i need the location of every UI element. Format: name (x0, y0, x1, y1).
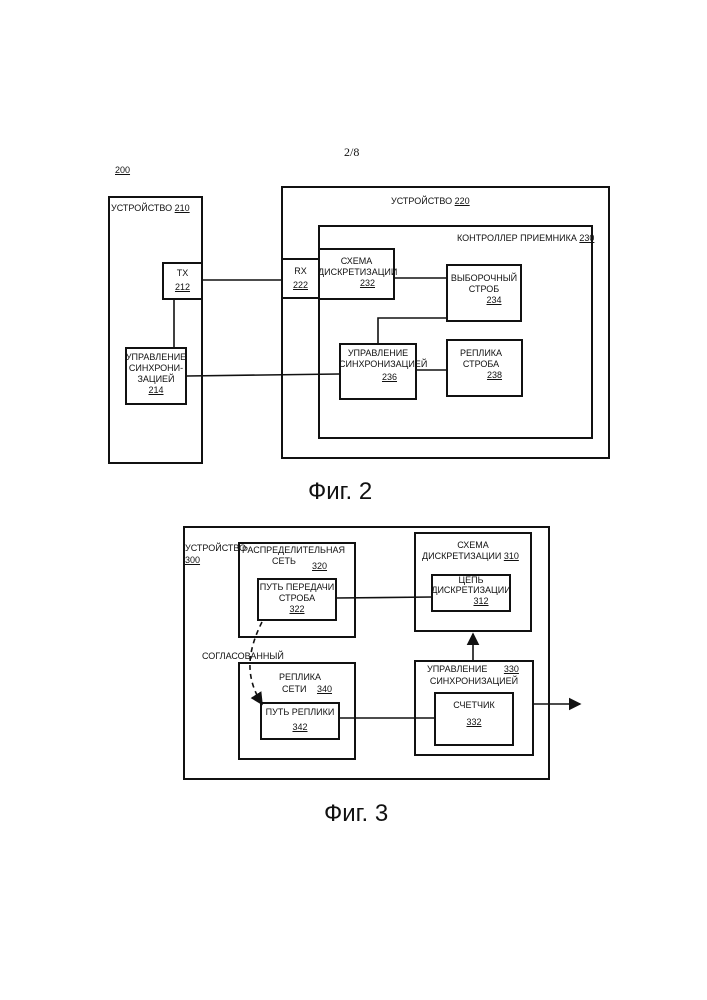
strobe-234-line1: ВЫБОРОЧНЫЙ (446, 273, 522, 284)
replica-238-line1: РЕПЛИКА (446, 348, 516, 359)
counter-332-label: СЧЕТЧИК (434, 700, 514, 711)
device-220-label: УСТРОЙСТВО 220 (391, 196, 470, 207)
sync-236-number: 236 (362, 372, 417, 383)
sampling-310-line2: ДИСКРЕТИЗАЦИИ 310 (422, 551, 519, 562)
chain-312-number: 312 (451, 596, 511, 607)
device-300-label: УСТРОЙСТВО (185, 543, 246, 554)
path-342-label: ПУТЬ РЕПЛИКИ (260, 707, 340, 718)
sync-236-line2: СИНХРОНИЗАЦИЕЙ (339, 359, 417, 370)
sampling-232-line2: ДИСКРЕТИЗАЦИИ (318, 267, 395, 278)
chain-312-line2: ДИСКРЕТИЗАЦИИ (431, 585, 511, 596)
path-322-line2: СТРОБА (257, 593, 337, 604)
device-210-box (108, 196, 203, 464)
sampling-232-line1: СХЕМА (318, 256, 395, 267)
sync-236-line1: УПРАВЛЕНИЕ (339, 348, 417, 359)
device-210-label: УСТРОЙСТВО 210 (111, 203, 190, 214)
strobe-234-number: 234 (466, 295, 522, 306)
sync-214-line3: ЗАЦИЕЙ (125, 374, 187, 385)
counter-332-number: 332 (434, 717, 514, 728)
sampling-310-line1: СХЕМА (414, 540, 532, 551)
replica-238-number: 238 (466, 370, 523, 381)
replica-340-line2: СЕТИ 340 (282, 684, 332, 695)
sync-214-line1: УПРАВЛЕНИЕ (125, 352, 187, 363)
controller-230-label: КОНТРОЛЛЕР ПРИЕМНИКА 230 (457, 233, 594, 244)
dist-320-number: 320 (312, 561, 327, 572)
sampling-232-number: 232 (340, 278, 395, 289)
strobe-234-line2: СТРОБ (446, 284, 522, 295)
figure-3-caption: Фиг. 3 (324, 800, 388, 828)
figure-ref-200: 200 (115, 165, 130, 176)
sync-214-number: 214 (125, 385, 187, 396)
tx-number: 212 (162, 282, 203, 293)
dist-320-line1: РАСПРЕДЕЛИТЕЛЬНАЯ (242, 545, 345, 556)
sync-214-line2: СИНХРОНИ- (125, 363, 187, 374)
rx-number: 222 (281, 280, 320, 291)
tx-label: TX (162, 268, 203, 279)
rx-label: RX (281, 266, 320, 277)
sync-330-line2: СИНХРОНИЗАЦИЕЙ (414, 676, 534, 687)
path-322-line1: ПУТЬ ПЕРЕДАЧИ (257, 582, 337, 593)
device-300-number: 300 (185, 555, 200, 566)
rx-222-box (281, 258, 320, 299)
path-322-number: 322 (257, 604, 337, 615)
replica-340-line1: РЕПЛИКА (270, 672, 330, 683)
dist-320-line2: СЕТЬ (272, 556, 296, 567)
path-342-number: 342 (260, 722, 340, 733)
figure-2-caption: Фиг. 2 (308, 478, 372, 506)
sync-330-line1: УПРАВЛЕНИЕ 330 (427, 664, 519, 675)
page-number: 2/8 (344, 145, 359, 160)
replica-238-line2: СТРОБА (446, 359, 516, 370)
matched-label: СОГЛАСОВАННЫЙ (202, 651, 284, 662)
